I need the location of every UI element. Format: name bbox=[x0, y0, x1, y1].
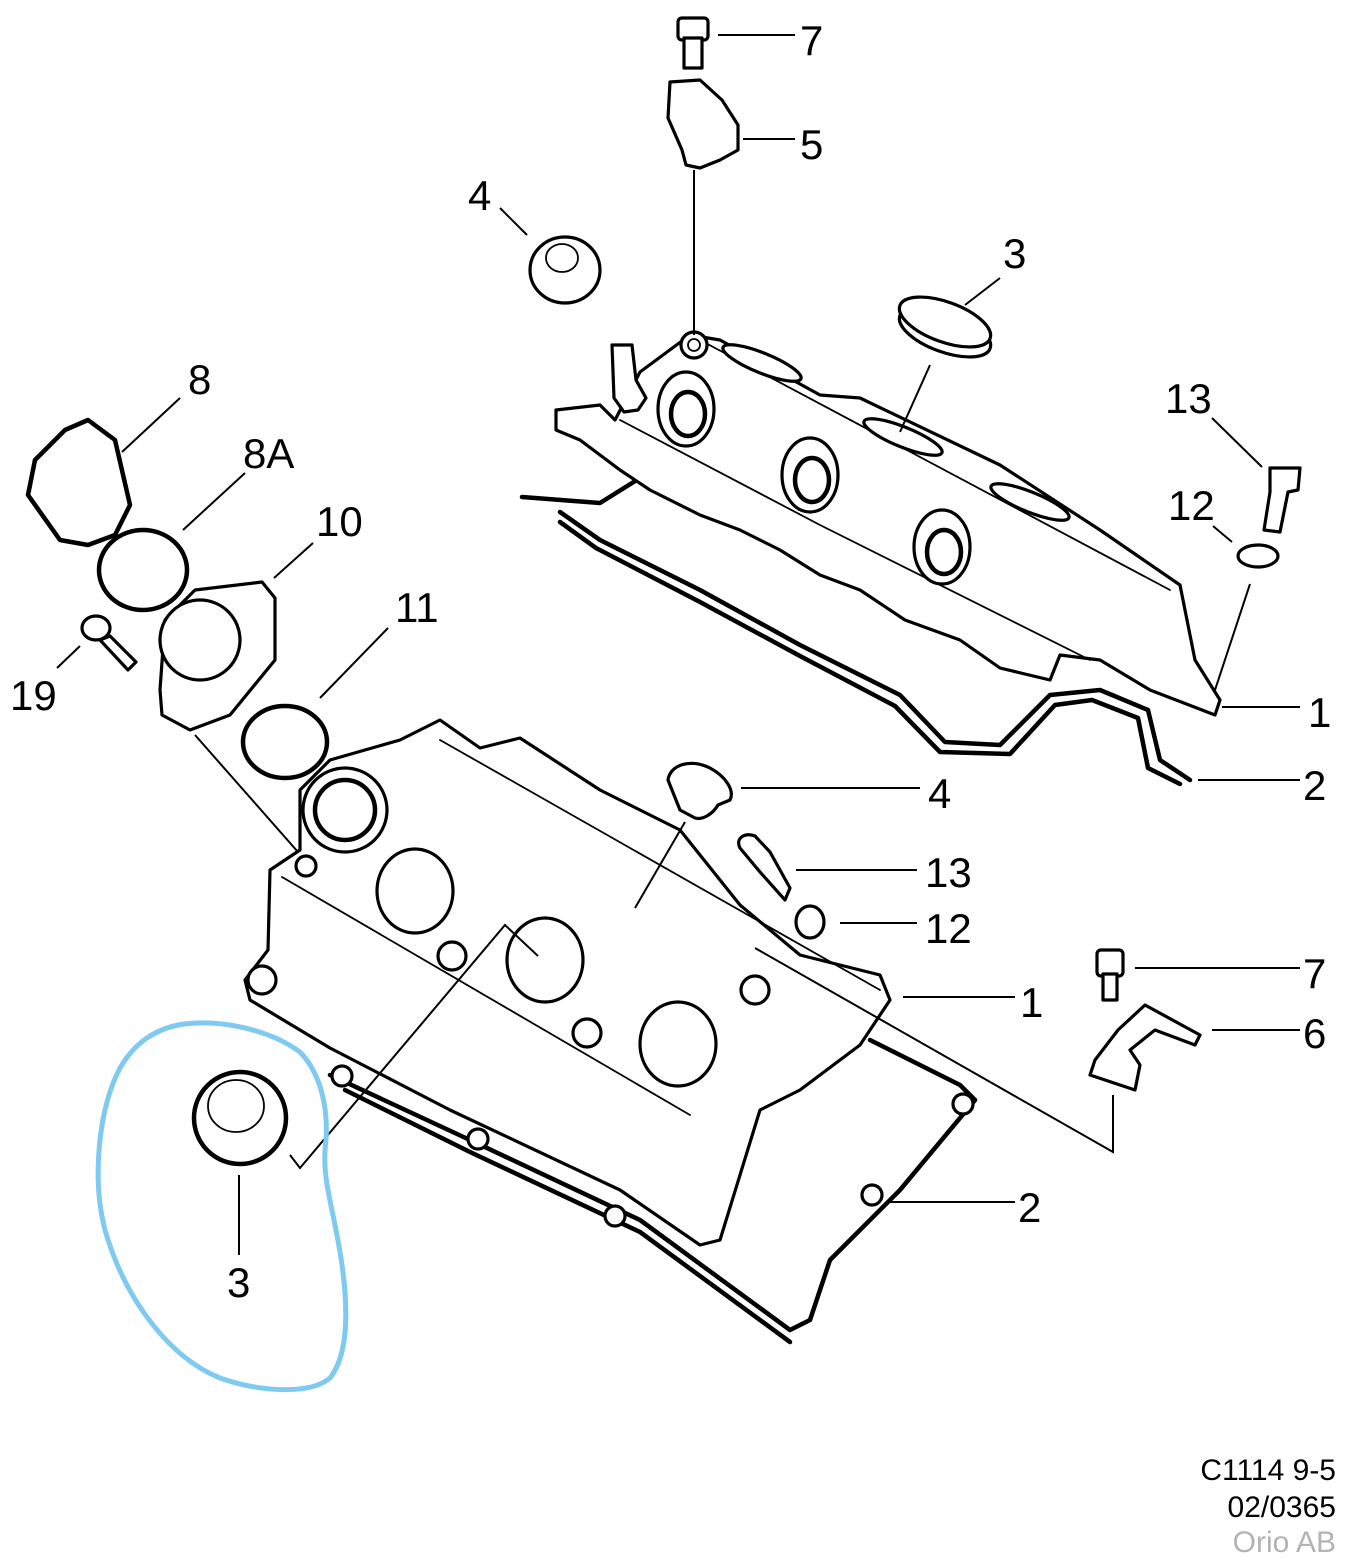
callout-3-bottom: 3 bbox=[227, 1259, 250, 1306]
callout-12-top: 12 bbox=[1168, 482, 1215, 529]
callout-4-top: 4 bbox=[468, 172, 491, 219]
callout-8: 8 bbox=[188, 356, 211, 403]
callout-1-top: 1 bbox=[1308, 689, 1331, 736]
drawing-reference-code: C1114 9-5 bbox=[1200, 1454, 1336, 1487]
o-ring-11 bbox=[240, 703, 330, 781]
grommet-12-top bbox=[1236, 543, 1280, 569]
callout-11: 11 bbox=[395, 584, 439, 631]
callout-19: 19 bbox=[10, 672, 57, 719]
assembly-lines bbox=[194, 170, 1251, 1170]
callout-12-mid: 12 bbox=[925, 905, 972, 952]
valve-cover-top bbox=[554, 330, 1222, 717]
o-ring-8a bbox=[96, 527, 190, 613]
grommet-12-mid bbox=[794, 904, 826, 940]
callout-7-top: 7 bbox=[800, 17, 823, 64]
gasket-top bbox=[519, 475, 1193, 787]
copyright-owner: Orio AB bbox=[1232, 1526, 1336, 1559]
callout-7-mid: 7 bbox=[1303, 950, 1326, 997]
seal-3-top bbox=[897, 295, 993, 359]
gasket-bottom bbox=[327, 1037, 978, 1345]
callout-3-top: 3 bbox=[1003, 230, 1026, 277]
callout-5: 5 bbox=[800, 121, 823, 168]
bolt-19 bbox=[80, 614, 138, 672]
callout-2-mid: 2 bbox=[1018, 1184, 1041, 1231]
bolt-7-mid bbox=[1095, 948, 1125, 1002]
bolt-13-mid bbox=[737, 833, 792, 902]
bolt-13-top bbox=[1262, 466, 1302, 534]
bracket-6 bbox=[1088, 1003, 1202, 1092]
bolt-7-top bbox=[676, 16, 710, 70]
seal-3-bottom bbox=[191, 1069, 289, 1167]
drawing-reference-date: 02/0365 bbox=[1227, 1491, 1336, 1524]
callout-4-mid: 4 bbox=[928, 770, 951, 817]
plug-4-mid bbox=[666, 761, 733, 821]
callout-10: 10 bbox=[316, 498, 363, 545]
callout-6: 6 bbox=[1303, 1010, 1326, 1057]
oil-filler-cap-8 bbox=[25, 417, 133, 548]
callout-13-top: 13 bbox=[1165, 375, 1212, 422]
callout-2-top: 2 bbox=[1303, 762, 1326, 809]
callout-leaders bbox=[56, 34, 1300, 1255]
callout-labels: 7 5 4 3 8 8A 10 11 19 13 12 1 2 4 13 12 … bbox=[10, 17, 1331, 1306]
callout-8a: 8A bbox=[243, 430, 294, 477]
callout-1-mid: 1 bbox=[1020, 979, 1043, 1026]
plug-4-top bbox=[528, 235, 602, 305]
filler-neck-10 bbox=[158, 580, 277, 732]
callout-13-mid: 13 bbox=[925, 849, 972, 896]
bracket-5 bbox=[666, 78, 740, 170]
highlight-annotation-loop bbox=[95, 1020, 349, 1393]
valve-cover-bottom bbox=[243, 718, 892, 1247]
